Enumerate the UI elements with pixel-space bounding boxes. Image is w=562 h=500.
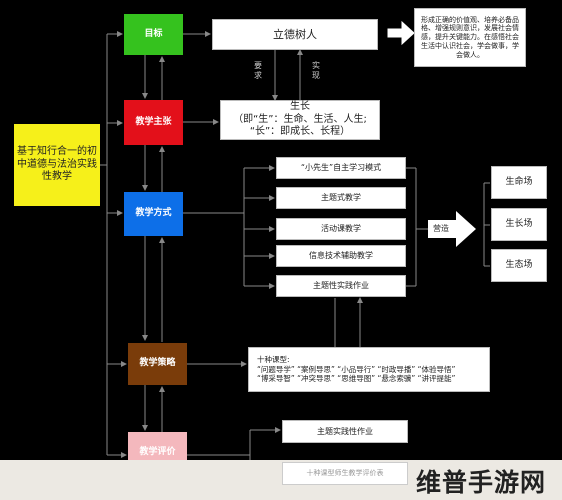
eval-item: 主题实践性作业 (282, 420, 408, 443)
need-label: 要求 (254, 61, 262, 80)
evaluation-label: 教学评价 (139, 447, 176, 458)
method-item: “小先生”自主学习模式 (276, 157, 406, 179)
goal-label: 目标 (144, 28, 163, 39)
eval-item: 十种课型师生教学评价表 (282, 462, 408, 485)
method-item: 信息技术辅助教学 (276, 245, 406, 267)
strategy-box: 教学策略 (128, 343, 187, 385)
strategy-label: 教学策略 (139, 358, 176, 369)
method-item: 主题式教学 (276, 187, 406, 209)
proposition-box: 教学主张 (124, 100, 183, 145)
growth-title: 生长 (290, 101, 310, 113)
proposition-label: 教学主张 (135, 116, 172, 127)
field-box: 生态场 (491, 249, 547, 282)
method-item: 活动课教学 (276, 218, 406, 240)
watermark-text: 维普手游网 (415, 468, 546, 497)
goal-box: 目标 (124, 14, 183, 55)
watermark-band (0, 460, 562, 500)
goal-text: 立德树人 (273, 27, 317, 41)
course-types-row1: “问题导学” “案例导思” “小品导行” “时政导播” “体验导悟” (257, 364, 456, 374)
goal-outcome-box: 形成正确的价值观、培养必备品格、增强规则意识，发展社会情感，提升关键能力。在感悟… (414, 8, 526, 67)
field-box: 生命场 (491, 166, 547, 199)
course-types-title: 十种课型: (257, 355, 290, 365)
growth-line1: （即“生”：生命、生活、人生; (233, 113, 367, 125)
course-types-row2: “博采导智” “冲突导思” “思维导图” “悬念索骥” “讲评提能” (257, 374, 456, 384)
field-box: 生长场 (491, 208, 547, 241)
realize-label: 实现 (312, 61, 320, 80)
create-label-box: 营造 (426, 220, 456, 238)
create-label: 营造 (433, 224, 449, 233)
method-label: 教学方式 (135, 208, 172, 219)
start-label: 基于知行合一的初中道德与法治实践性教学 (17, 146, 97, 183)
method-item: 主题性实践作业 (276, 275, 406, 297)
goal-outcome-text: 形成正确的价值观、培养必备品格、增强规则意识，发展社会情感，提升关键能力。在感悟… (421, 15, 519, 59)
start-box: 基于知行合一的初中道德与法治实践性教学 (14, 124, 100, 206)
goal-text-box: 立德树人 (212, 19, 378, 50)
method-box: 教学方式 (124, 192, 183, 236)
course-types-box: 十种课型: “问题导学” “案例导思” “小品导行” “时政导播” “体验导悟”… (248, 347, 490, 392)
growth-box: 生长 （即“生”：生命、生活、人生; “长”：即成长、长程） (220, 100, 380, 140)
growth-line2: “长”：即成长、长程） (249, 126, 351, 138)
